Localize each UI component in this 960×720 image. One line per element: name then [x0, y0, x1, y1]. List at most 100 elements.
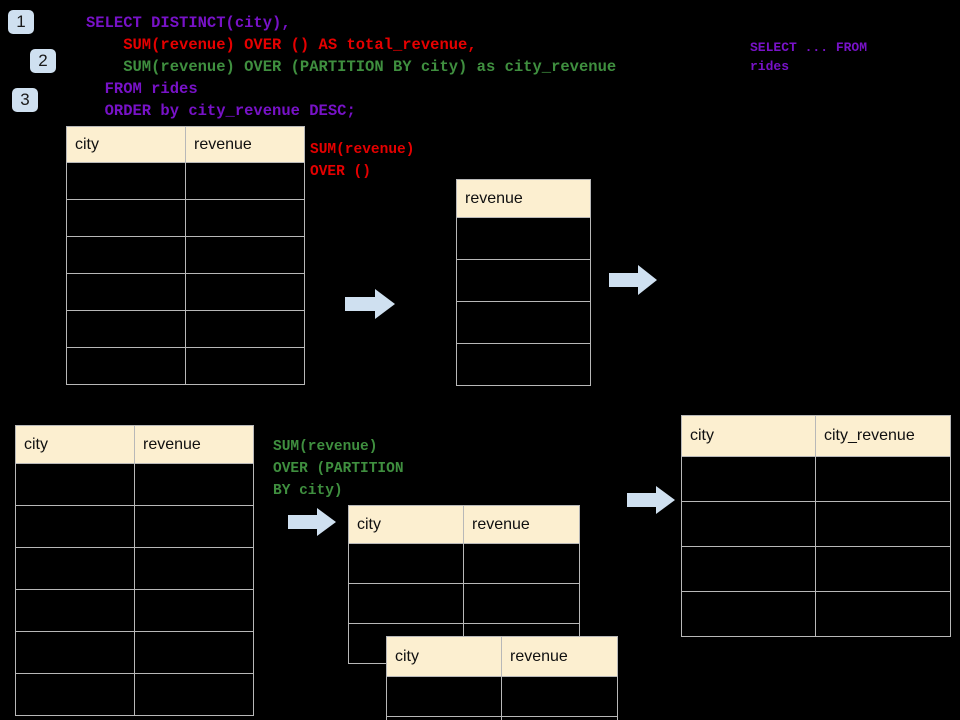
cell-city [15, 589, 135, 632]
cell-revenue [456, 217, 591, 260]
table-row [15, 673, 254, 716]
table-header-row: city revenue [66, 126, 305, 163]
table-row [386, 676, 618, 717]
table-row [15, 505, 254, 548]
cell-revenue [463, 583, 580, 624]
sql-line-select-distinct: SELECT DISTINCT(city), [86, 14, 291, 32]
table-header-row: city revenue [386, 636, 618, 677]
table-row [15, 631, 254, 674]
cell-city [66, 199, 186, 237]
table-row [456, 259, 591, 302]
table-row [66, 236, 305, 274]
table-row [681, 546, 951, 592]
cell-revenue [185, 162, 305, 200]
sql-sidenote: SELECT ... FROM rides [750, 40, 868, 74]
step-badge-2[interactable]: 2 [30, 49, 56, 73]
table-row [456, 217, 591, 260]
column-header-city-revenue: city_revenue [815, 415, 951, 457]
table-body [456, 217, 591, 386]
cell-city [681, 456, 816, 502]
cell-revenue [134, 505, 254, 548]
column-header-city: city [348, 505, 464, 544]
column-header-revenue: revenue [185, 126, 305, 163]
sql-line-city-revenue: SUM(revenue) OVER (PARTITION BY city) as… [86, 58, 617, 76]
column-header-revenue: revenue [456, 179, 591, 218]
table-body [15, 463, 254, 716]
table-row [15, 547, 254, 590]
cell-revenue [185, 199, 305, 237]
cell-revenue [501, 716, 618, 720]
cell-revenue [134, 463, 254, 506]
cell-revenue [185, 236, 305, 274]
column-header-city: city [386, 636, 502, 677]
table-row [681, 591, 951, 637]
table-row [386, 716, 618, 720]
arrow-total-to-result [609, 264, 657, 301]
cell-revenue [134, 547, 254, 590]
cell-revenue [456, 301, 591, 344]
cell-revenue [456, 343, 591, 386]
annotation-sum-over-empty: SUM(revenue) OVER () [310, 142, 415, 180]
table-row [456, 343, 591, 386]
table-row [681, 501, 951, 547]
arrow-source-to-partition [288, 507, 336, 542]
column-header-revenue: revenue [463, 505, 580, 544]
cell-revenue [185, 310, 305, 348]
table-row [15, 589, 254, 632]
total-revenue-table: revenue [456, 179, 591, 386]
cell-city [15, 547, 135, 590]
cell-city [66, 310, 186, 348]
table-body [66, 162, 305, 385]
cell-city-revenue [815, 591, 951, 637]
cell-city [681, 501, 816, 547]
rides-source-table-top: city revenue [66, 126, 305, 385]
cell-revenue [501, 676, 618, 717]
cell-city-revenue [815, 501, 951, 547]
column-header-revenue: revenue [501, 636, 618, 677]
sql-line-from: FROM rides [86, 80, 198, 98]
step-badge-1[interactable]: 1 [8, 10, 34, 34]
arrow-source-to-total [345, 288, 395, 325]
sql-line-total-revenue: SUM(revenue) OVER () AS total_revenue, [86, 36, 477, 54]
table-row [456, 301, 591, 344]
table-row [681, 456, 951, 502]
table-header-row: city revenue [348, 505, 580, 544]
step-badge-3[interactable]: 3 [12, 88, 38, 112]
cell-revenue [185, 347, 305, 385]
table-header-row: revenue [456, 179, 591, 218]
table-row [15, 463, 254, 506]
cell-revenue [134, 631, 254, 674]
annotation-sum-over-partition: SUM(revenue) OVER (PARTITION BY city) [273, 439, 404, 499]
table-row [66, 273, 305, 311]
table-row [66, 310, 305, 348]
cell-city [15, 505, 135, 548]
cell-city [386, 676, 502, 717]
table-row [66, 199, 305, 237]
cell-city-revenue [815, 546, 951, 592]
rides-source-table-bottom: city revenue [15, 425, 254, 716]
cell-city [386, 716, 502, 720]
cell-city [66, 347, 186, 385]
cell-revenue [134, 589, 254, 632]
column-header-city: city [15, 425, 135, 464]
cell-city [15, 631, 135, 674]
cell-revenue [463, 543, 580, 584]
cell-city [348, 583, 464, 624]
table-row [348, 583, 580, 624]
table-header-row: city city_revenue [681, 415, 951, 457]
table-body [681, 456, 951, 637]
column-header-city: city [681, 415, 816, 457]
cell-city [66, 162, 186, 200]
cell-city [681, 546, 816, 592]
cell-revenue [134, 673, 254, 716]
table-row [348, 543, 580, 584]
table-header-row: city revenue [15, 425, 254, 464]
cell-revenue [456, 259, 591, 302]
partition-table-front: city revenue [386, 636, 618, 720]
cell-city [66, 236, 186, 274]
column-header-revenue: revenue [134, 425, 254, 464]
cell-revenue [185, 273, 305, 311]
table-row [66, 162, 305, 200]
table-row [66, 347, 305, 385]
